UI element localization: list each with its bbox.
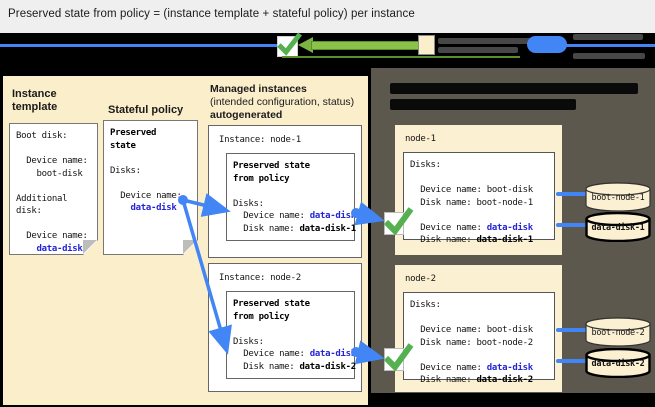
green-arrow-icon (298, 37, 313, 53)
disk-name-label: Disk name: (420, 235, 472, 245)
template-doc-body: Boot disk: Device name: boot-disk Additi… (16, 131, 88, 241)
disks-body: Disks: Device name: boot-disk Disk name:… (410, 300, 533, 373)
policy-doc-body: Disks: Device name: (110, 165, 182, 201)
redacted-title-bar (390, 83, 638, 94)
disk-name-value: data-disk-1 (476, 235, 534, 245)
instance-node-2-box: Instance: node-2 Preserved state from po… (208, 263, 362, 392)
instance-node-1-title: Instance: node-1 (219, 135, 301, 145)
cylinder-icon (585, 348, 651, 378)
stateful-policy-label: Stateful policy (108, 104, 184, 116)
node-1-disks-text: Disks: Device name: boot-disk Disk name:… (410, 159, 533, 247)
redacted-title-bar (390, 99, 576, 110)
disk-cylinder-data-disk-2: data-disk-2 (585, 348, 651, 378)
policy-doc-heading: Preserved state (110, 128, 157, 151)
disk-connector-line (556, 223, 587, 227)
cylinder-label: boot-node-2 (591, 328, 645, 338)
blue-connector-line-icon (0, 44, 277, 47)
autogenerated-label: autogenerated (210, 109, 283, 121)
cylinder-icon (585, 317, 651, 347)
disk-connector-line (556, 192, 587, 196)
device-name-value: data-disk (309, 211, 356, 221)
redacted-text-bar (573, 53, 645, 59)
blue-oval-icon (527, 36, 567, 53)
preserved-state-box-node-2: Preserved state from policy Disks: Devic… (226, 291, 356, 379)
check-icon (277, 32, 302, 56)
node-1-disks-box: Disks: Device name: boot-disk Disk name:… (403, 152, 555, 245)
stateful-policy-doc-text: Preserved state Disks: Device name: data… (110, 127, 182, 215)
cylinder-label: data-disk-1 (591, 223, 645, 233)
preserved-state-heading: Preserved state from policy (233, 299, 310, 322)
page-title: Preserved state from policy = (instance … (8, 8, 415, 20)
instance-node-1-box: Instance: node-1 Preserved state from po… (208, 125, 362, 258)
preserved-state-text-node-2: Preserved state from policy Disks: Devic… (233, 298, 356, 373)
legend-bar (0, 32, 655, 72)
node-2-disks-text: Disks: Device name: boot-disk Disk name:… (410, 299, 533, 387)
disks-body: Disks: Device name: boot-disk Disk name:… (410, 160, 533, 233)
redacted-text-bar (573, 34, 643, 40)
green-arrow-shaft (311, 41, 433, 50)
template-swatch-icon (418, 35, 435, 55)
managed-instances-label: Managed instances (210, 83, 307, 95)
disk-cylinder-data-disk-1: data-disk-1 (585, 212, 651, 242)
disk-name-value: data-disk-1 (299, 223, 357, 234)
node-2-disks-box: Disks: Device name: boot-disk Disk name:… (403, 292, 555, 385)
node-1-box: node-1 Disks: Device name: boot-disk Dis… (395, 125, 562, 255)
blue-connector-line-icon (560, 44, 655, 47)
cylinder-icon (585, 212, 651, 242)
template-doc-data-disk: data-disk (16, 243, 83, 254)
policy-doc-data-disk: data-disk (110, 203, 177, 213)
instance-template-label: Instance template (12, 88, 58, 113)
cylinder-label: boot-node-1 (591, 193, 645, 203)
instance-node-2-title: Instance: node-2 (219, 273, 301, 283)
cylinder-icon (585, 182, 651, 212)
disk-cylinder-boot-node-1: boot-node-1 (585, 182, 651, 212)
instance-template-doc: Boot disk: Device name: boot-disk Additi… (9, 123, 98, 255)
redacted-text-bar (438, 38, 556, 44)
disk-name-label: Disk name: (420, 375, 472, 385)
doc-fold-flap (183, 240, 197, 254)
disk-name-value: data-disk-2 (299, 361, 357, 372)
disk-connector-line (556, 328, 587, 332)
preserved-state-heading: Preserved state from policy (233, 161, 310, 184)
redacted-text-bar (438, 47, 518, 53)
preserved-state-body: Disks: Device name: (233, 336, 305, 360)
managed-instances-sub-label: (intended configuration, status) (210, 96, 355, 108)
node-2-title: node-2 (405, 274, 436, 284)
node-1-applied-check-icon (383, 207, 414, 235)
preserved-state-body: Disks: Device name: (233, 198, 305, 222)
disk-name-label: Disk name: (243, 361, 295, 372)
doc-fold-flap (83, 240, 97, 254)
disk-name-label: Disk name: (243, 223, 295, 234)
preserved-state-text-node-1: Preserved state from policy Disks: Devic… (233, 160, 356, 235)
managed-instances-heading: Managed instances (intended configuratio… (210, 83, 360, 122)
preserved-state-box-node-1: Preserved state from policy Disks: Devic… (226, 153, 356, 241)
green-underline (282, 56, 520, 58)
device-name-value: data-disk (309, 349, 356, 359)
stateful-policy-doc: Preserved state Disks: Device name: data… (103, 120, 198, 255)
node-1-title: node-1 (405, 134, 436, 144)
disk-cylinder-boot-node-2: boot-node-2 (585, 317, 651, 347)
disk-name-value: data-disk-2 (476, 375, 534, 385)
node-2-applied-check-icon (383, 343, 414, 371)
node-2-box: node-2 Disks: Device name: boot-disk Dis… (395, 265, 562, 392)
device-name-value: data-disk (486, 362, 533, 373)
disk-connector-line (556, 359, 587, 363)
instance-template-doc-text: Boot disk: Device name: boot-disk Additi… (16, 130, 88, 255)
device-name-value: data-disk (486, 222, 533, 233)
cylinder-label: data-disk-2 (591, 359, 645, 369)
title-strip: Preserved state from policy = (instance … (0, 0, 655, 33)
